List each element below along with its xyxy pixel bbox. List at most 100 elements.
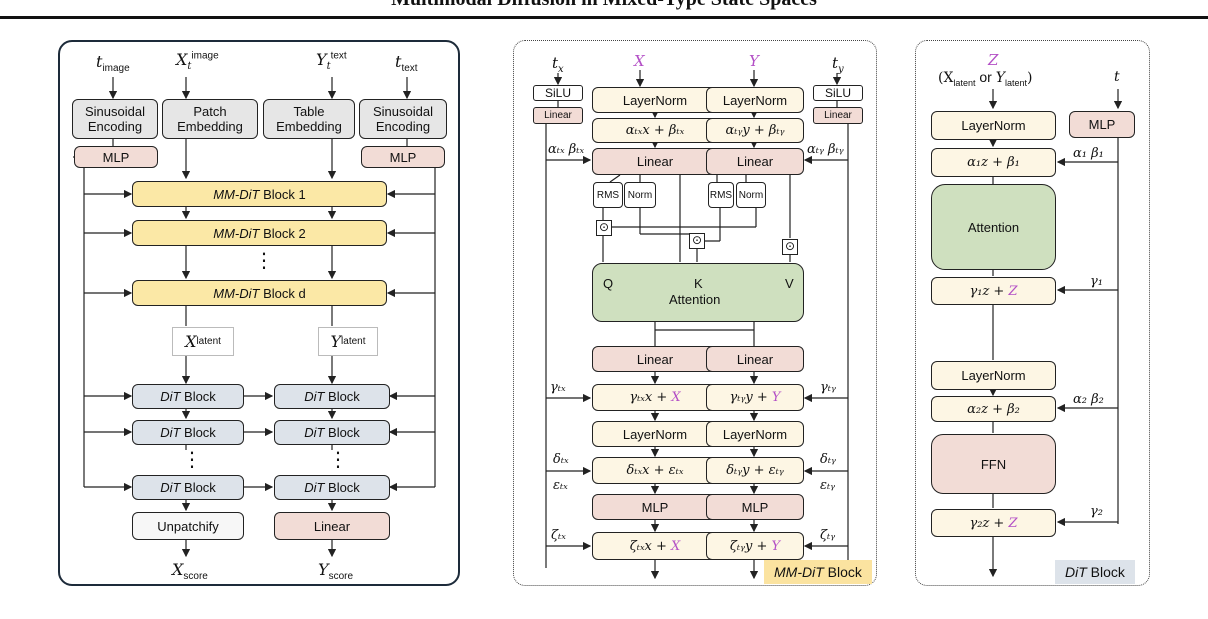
dit-block-x-1: DiT Block: [132, 384, 244, 409]
modulation-1: α₁z + β₁: [931, 148, 1056, 177]
mlp-time: MLP: [1069, 111, 1135, 138]
t-label: t: [1114, 69, 1120, 85]
table-embedding: Table Embedding: [263, 99, 355, 139]
residual-x-1: γₜₓx + X: [592, 384, 718, 411]
layernorm-2: LayerNorm: [931, 361, 1056, 390]
vdots-dit-y: ⋮: [328, 449, 348, 471]
y-input-label: Y: [749, 52, 759, 70]
dit-block-y-1: DiT Block: [274, 384, 390, 409]
mmdit-block-panel: [513, 40, 877, 586]
layernorm-y-mid: LayerNorm: [706, 421, 804, 447]
silu-right: SiLU: [813, 85, 863, 101]
layernorm-y-top: LayerNorm: [706, 87, 804, 113]
t-image-label: timage: [96, 52, 130, 75]
gamma-2: γ₂: [1090, 504, 1103, 519]
z-input-label: Z: [988, 51, 999, 69]
mmdit-block-d: MM-DiT Block d: [132, 280, 387, 306]
epsilon-left: εₜₓ: [553, 478, 568, 493]
attention-label: Attention: [669, 292, 721, 307]
linear-small-left: Linear: [533, 107, 583, 124]
attention-q-label: Q: [603, 276, 614, 291]
mmdit-block-tag: MM-DiT Block: [764, 560, 872, 584]
rms-norm-y-1: RMS: [708, 182, 734, 208]
odot-v: ⊙: [782, 239, 798, 255]
x-score-label: Xscore: [172, 560, 208, 583]
ffn: FFN: [931, 434, 1056, 494]
mlp-right: MLP: [361, 146, 445, 168]
joint-attention: Q K V Attention: [592, 263, 804, 322]
attention: Attention: [931, 184, 1056, 270]
residual-2: γ₂z + Z: [931, 509, 1056, 537]
delta-right: δₜᵧ: [820, 452, 836, 467]
odot-k: ⊙: [689, 233, 705, 249]
rms-norm-y-2: Norm: [736, 182, 766, 208]
modulation-x: αₜₓx + βₜₓ: [592, 118, 718, 143]
linear-y-post-attn: Linear: [706, 346, 804, 372]
rms-norm-x-1: RMS: [593, 182, 623, 208]
vdots-dit-x: ⋮: [182, 449, 202, 471]
layernorm-x-top: LayerNorm: [592, 87, 718, 113]
alpha-beta-left: αₜₓ βₜₓ: [548, 142, 585, 157]
header-divider: [0, 16, 1208, 19]
odot-q: ⊙: [596, 220, 612, 236]
x-input-label: X: [634, 52, 645, 70]
modulation-x-2: δₜₓx + εₜₓ: [592, 457, 718, 484]
tx-label: tx: [552, 54, 564, 75]
epsilon-right: εₜᵧ: [820, 478, 836, 493]
residual-y-1: γₜᵧy + Y: [706, 384, 804, 411]
dit-block-tag: DiT Block: [1055, 560, 1135, 584]
mmdit-block-1: MM-DiT Block 1: [132, 181, 387, 207]
layernorm-1: LayerNorm: [931, 111, 1056, 140]
mlp-left: MLP: [74, 146, 158, 168]
attention-v-label: V: [785, 276, 794, 291]
dit-block-y-2: DiT Block: [274, 420, 390, 445]
sinusoidal-encoding-text: Sinusoidal Encoding: [359, 99, 447, 139]
unpatchify: Unpatchify: [132, 512, 244, 540]
linear-output: Linear: [274, 512, 390, 540]
alpha-beta-1: α₁ β₁: [1073, 146, 1104, 161]
modulation-y-2: δₜᵧy + εₜᵧ: [706, 457, 804, 484]
layernorm-x-mid: LayerNorm: [592, 421, 718, 447]
vdots-mmdit: ⋮: [254, 250, 274, 272]
y-score-label: Yscore: [318, 560, 354, 583]
gamma-right: γₜᵧ: [820, 380, 836, 395]
sinusoidal-encoding-image: Sinusoidal Encoding: [72, 99, 158, 139]
linear-x-post-attn: Linear: [592, 346, 718, 372]
zeta-right: ζₜᵧ: [820, 528, 836, 543]
mmdit-block-2: MM-DiT Block 2: [132, 220, 387, 246]
alpha-beta-right: αₜᵧ βₜᵧ: [807, 142, 844, 157]
page-title: Multimodal Diffusion in Mixed-Type State…: [0, 0, 1208, 11]
linear-small-right: Linear: [813, 107, 863, 124]
ty-label: ty: [832, 54, 844, 75]
y-text-label: Yttext: [316, 50, 347, 73]
dit-block-panel: [915, 40, 1150, 586]
x-image-label: Xtimage: [176, 50, 219, 73]
linear-x: Linear: [592, 148, 718, 175]
residual-y-2: ζₜᵧy + Y: [706, 532, 804, 560]
zeta-left: ζₜₓ: [551, 528, 566, 543]
modulation-y: αₜᵧy + βₜᵧ: [706, 118, 804, 143]
residual-1: γ₁z + Z: [931, 277, 1056, 305]
linear-y: Linear: [706, 148, 804, 175]
residual-x-2: ζₜₓx + X: [592, 532, 718, 560]
modulation-2: α₂z + β₂: [931, 396, 1056, 422]
mlp-y: MLP: [706, 494, 804, 520]
z-description: (Xlatent or Ylatent): [938, 69, 1033, 88]
mlp-x: MLP: [592, 494, 718, 520]
delta-left: δₜₓ: [553, 452, 569, 467]
t-text-label: ttext: [395, 52, 418, 75]
gamma-1: γ₁: [1090, 274, 1103, 289]
gamma-left: γₜₓ: [550, 380, 566, 395]
dit-block-x-n: DiT Block: [132, 475, 244, 500]
alpha-beta-2: α₂ β₂: [1073, 392, 1104, 407]
dit-block-y-n: DiT Block: [274, 475, 390, 500]
rms-norm-x-2: Norm: [624, 182, 656, 208]
overall-architecture-panel: [58, 40, 460, 586]
silu-left: SiLU: [533, 85, 583, 101]
attention-k-label: K: [694, 276, 703, 291]
dit-block-x-2: DiT Block: [132, 420, 244, 445]
patch-embedding: Patch Embedding: [162, 99, 258, 139]
